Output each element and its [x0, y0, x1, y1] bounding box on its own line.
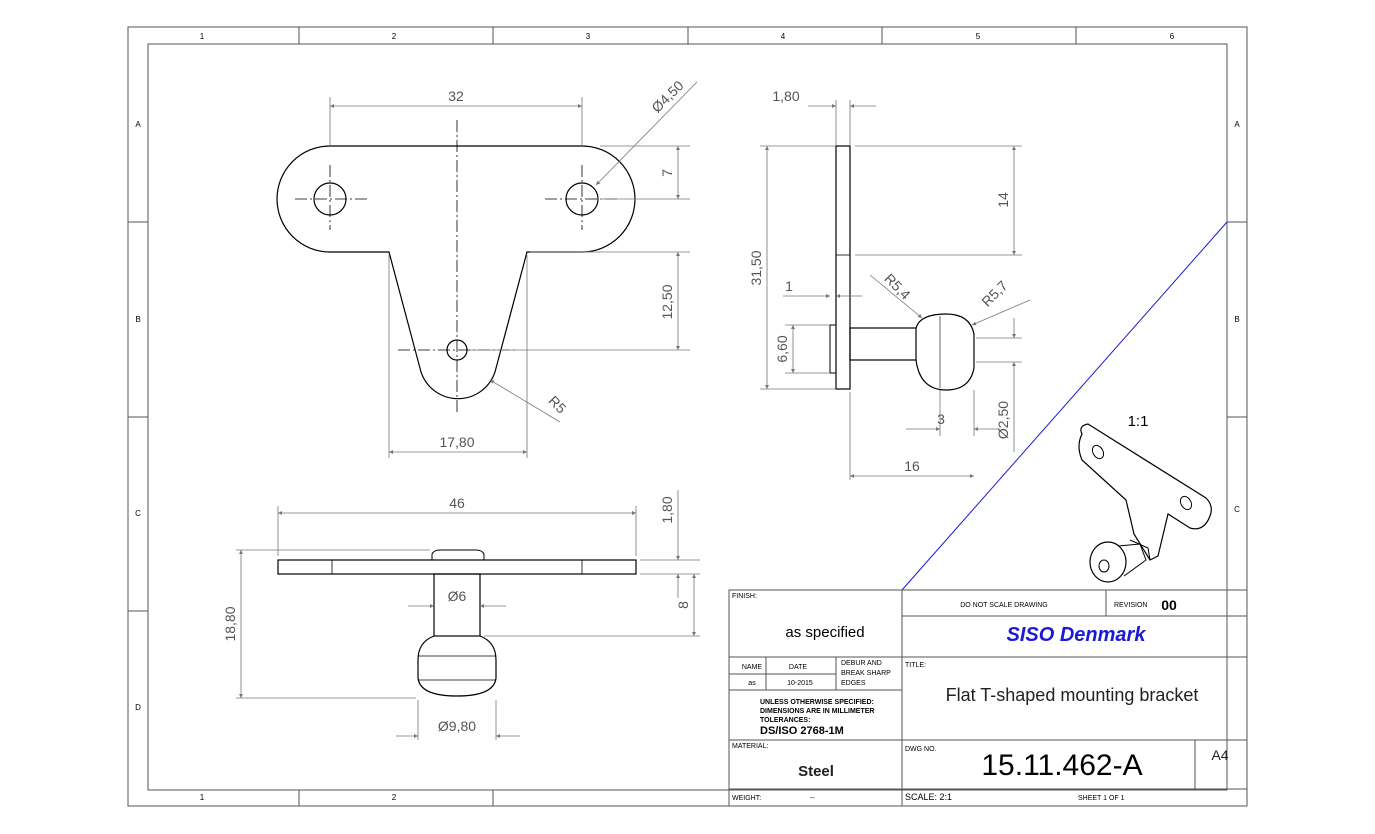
- dwg-number: 15.11.462-A: [981, 749, 1142, 782]
- weight-label: WEIGHT:: [732, 795, 761, 802]
- side-dim-1: 1: [785, 278, 793, 294]
- side-dim-top: 14: [995, 192, 1011, 208]
- name-label: NAME: [742, 664, 763, 671]
- material-value: Steel: [798, 763, 834, 780]
- revision-value: 00: [1161, 597, 1177, 613]
- deburr-line-3: EDGES: [841, 680, 866, 687]
- front-dim-width: 32: [448, 88, 464, 104]
- company-name: SISO Denmark: [1007, 624, 1147, 646]
- bottom-dim-1880: 18,80: [222, 606, 238, 641]
- zone-row-d: D: [135, 703, 141, 712]
- zone-col-2-bottom: 2: [392, 793, 397, 802]
- front-view-outline: [276, 145, 636, 400]
- sheet-count: SHEET 1 OF 1: [1078, 795, 1125, 802]
- zone-col-1-bottom: 1: [200, 793, 205, 802]
- tol-line-3: TOLERANCES:: [760, 717, 810, 724]
- zone-row-a-right: A: [1234, 120, 1240, 129]
- inner-frame: [147, 43, 1228, 791]
- zone-ticks: [128, 27, 1247, 806]
- front-dim-hole: Ø4,50: [648, 77, 686, 115]
- weight-value: --: [810, 795, 815, 802]
- dwg-no-label: DWG NO.: [905, 746, 937, 753]
- title-block-text: FINISH: as specified NAME DATE DEBUR AND…: [732, 593, 1229, 802]
- front-dim-hole-offset: 7: [659, 169, 675, 177]
- zone-row-a: A: [135, 120, 141, 129]
- finish-label: FINISH:: [732, 593, 757, 600]
- no-scale-note: DO NOT SCALE DRAWING: [960, 602, 1048, 609]
- isometric-view: 1:1: [1078, 413, 1212, 583]
- bottom-dim-180: 1,80: [659, 496, 675, 523]
- side-dim-660: 6,60: [774, 335, 790, 362]
- title-block: [728, 589, 1248, 807]
- iso-scale-label: 1:1: [1128, 413, 1149, 430]
- bottom-dim-phi6: Ø6: [448, 588, 467, 604]
- tol-standard: DS/ISO 2768-1M: [760, 725, 844, 737]
- revision-label: REVISION: [1114, 602, 1147, 609]
- front-dim-height: 12,50: [659, 284, 675, 319]
- front-view: 32 7 12,50 17,80 Ø4,50 R5: [276, 77, 698, 458]
- zone-row-b-right: B: [1234, 315, 1239, 324]
- tol-line-1: UNLESS OTHERWISE SPECIFIED:: [760, 699, 874, 706]
- zone-row-b: B: [135, 315, 140, 324]
- side-dim-total: 31,50: [748, 250, 764, 285]
- zone-col-5: 5: [976, 32, 981, 41]
- name-value: as: [748, 680, 756, 687]
- material-label: MATERIAL:: [732, 743, 768, 750]
- zone-col-4: 4: [781, 32, 786, 41]
- sheet-size: A4: [1211, 747, 1228, 763]
- title-label: TITLE:: [905, 662, 926, 669]
- front-dim-radius: R5: [546, 392, 570, 416]
- zone-row-c-right: C: [1234, 505, 1240, 514]
- finish-value: as specified: [785, 624, 864, 641]
- zone-col-2: 2: [392, 32, 397, 41]
- deburr-line-2: BREAK SHARP: [841, 670, 891, 677]
- side-dim-250: Ø2,50: [995, 401, 1011, 439]
- front-dim-base: 17,80: [439, 434, 474, 450]
- zone-col-1: 1: [200, 32, 205, 41]
- date-value: 10-2015: [787, 680, 813, 687]
- bottom-view: 46 1,80 18,80 Ø6 8 Ø9,80: [222, 490, 700, 740]
- date-label: DATE: [789, 664, 807, 671]
- drawing-title: Flat T-shaped mounting bracket: [946, 685, 1199, 705]
- bottom-dim-46: 46: [449, 495, 465, 511]
- scale-value: SCALE: 2:1: [905, 792, 952, 802]
- bottom-dim-8: 8: [675, 601, 691, 609]
- tol-line-2: DIMENSIONS ARE IN MILLIMETER: [760, 708, 874, 715]
- zone-col-6: 6: [1170, 32, 1175, 41]
- side-dim-thickness: 1,80: [772, 88, 799, 104]
- side-view: 1,80 14 31,50 1 6,60 R5,4 R5,7 3 Ø2,50 1…: [748, 88, 1031, 480]
- deburr-line-1: DEBUR AND: [841, 660, 882, 667]
- zone-col-3: 3: [586, 32, 591, 41]
- view-divider-line: [901, 221, 1228, 591]
- zone-labels: 1 2 3 4 5 6 1 2 A B C D A B C: [135, 32, 1240, 802]
- side-dim-3: 3: [937, 411, 945, 427]
- bottom-dim-980: Ø9,80: [438, 718, 476, 734]
- side-dim-r57: R5,7: [978, 277, 1010, 309]
- side-dim-16: 16: [904, 458, 920, 474]
- zone-row-c: C: [135, 509, 141, 518]
